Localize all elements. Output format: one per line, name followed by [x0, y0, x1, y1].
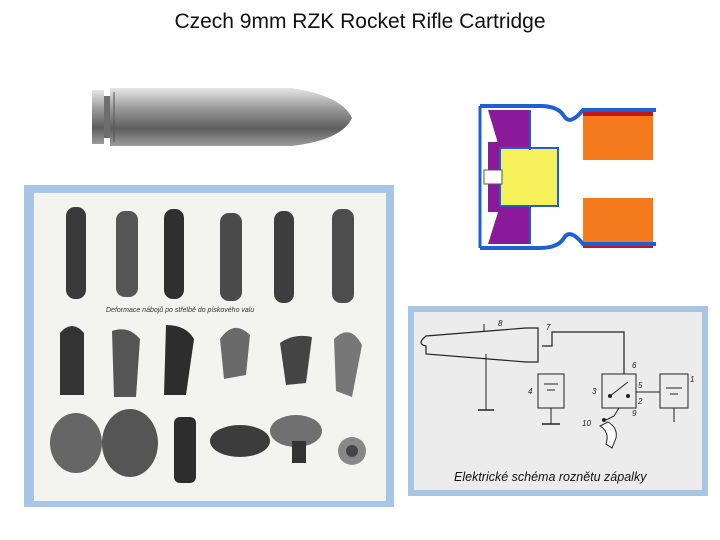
cartridge-photo	[92, 82, 354, 154]
cross-section-diagram	[478, 102, 658, 252]
scheme-caption: Elektrické schéma roznětu zápalky	[454, 470, 647, 484]
label-6: 6	[632, 361, 637, 370]
electrical-schematic: 8 7 6 4 3 5 1 2 9 10 Elektrické schéma r…	[408, 306, 708, 496]
photo-caption: Deformace nábojů po střelbě do pískového…	[106, 307, 255, 314]
label-1: 1	[690, 375, 694, 384]
label-4: 4	[528, 387, 533, 396]
label-3: 3	[592, 387, 597, 396]
label-5: 5	[638, 381, 643, 390]
label-9: 9	[632, 409, 637, 418]
label-7: 7	[546, 323, 551, 332]
label-10: 10	[582, 419, 591, 428]
page-title: Czech 9mm RZK Rocket Rifle Cartridge	[174, 10, 546, 33]
label-8: 8	[498, 319, 503, 328]
label-2: 2	[637, 397, 643, 406]
deformed-bullets-photo: Deformace nábojů po střelbě do pískového…	[24, 185, 394, 507]
